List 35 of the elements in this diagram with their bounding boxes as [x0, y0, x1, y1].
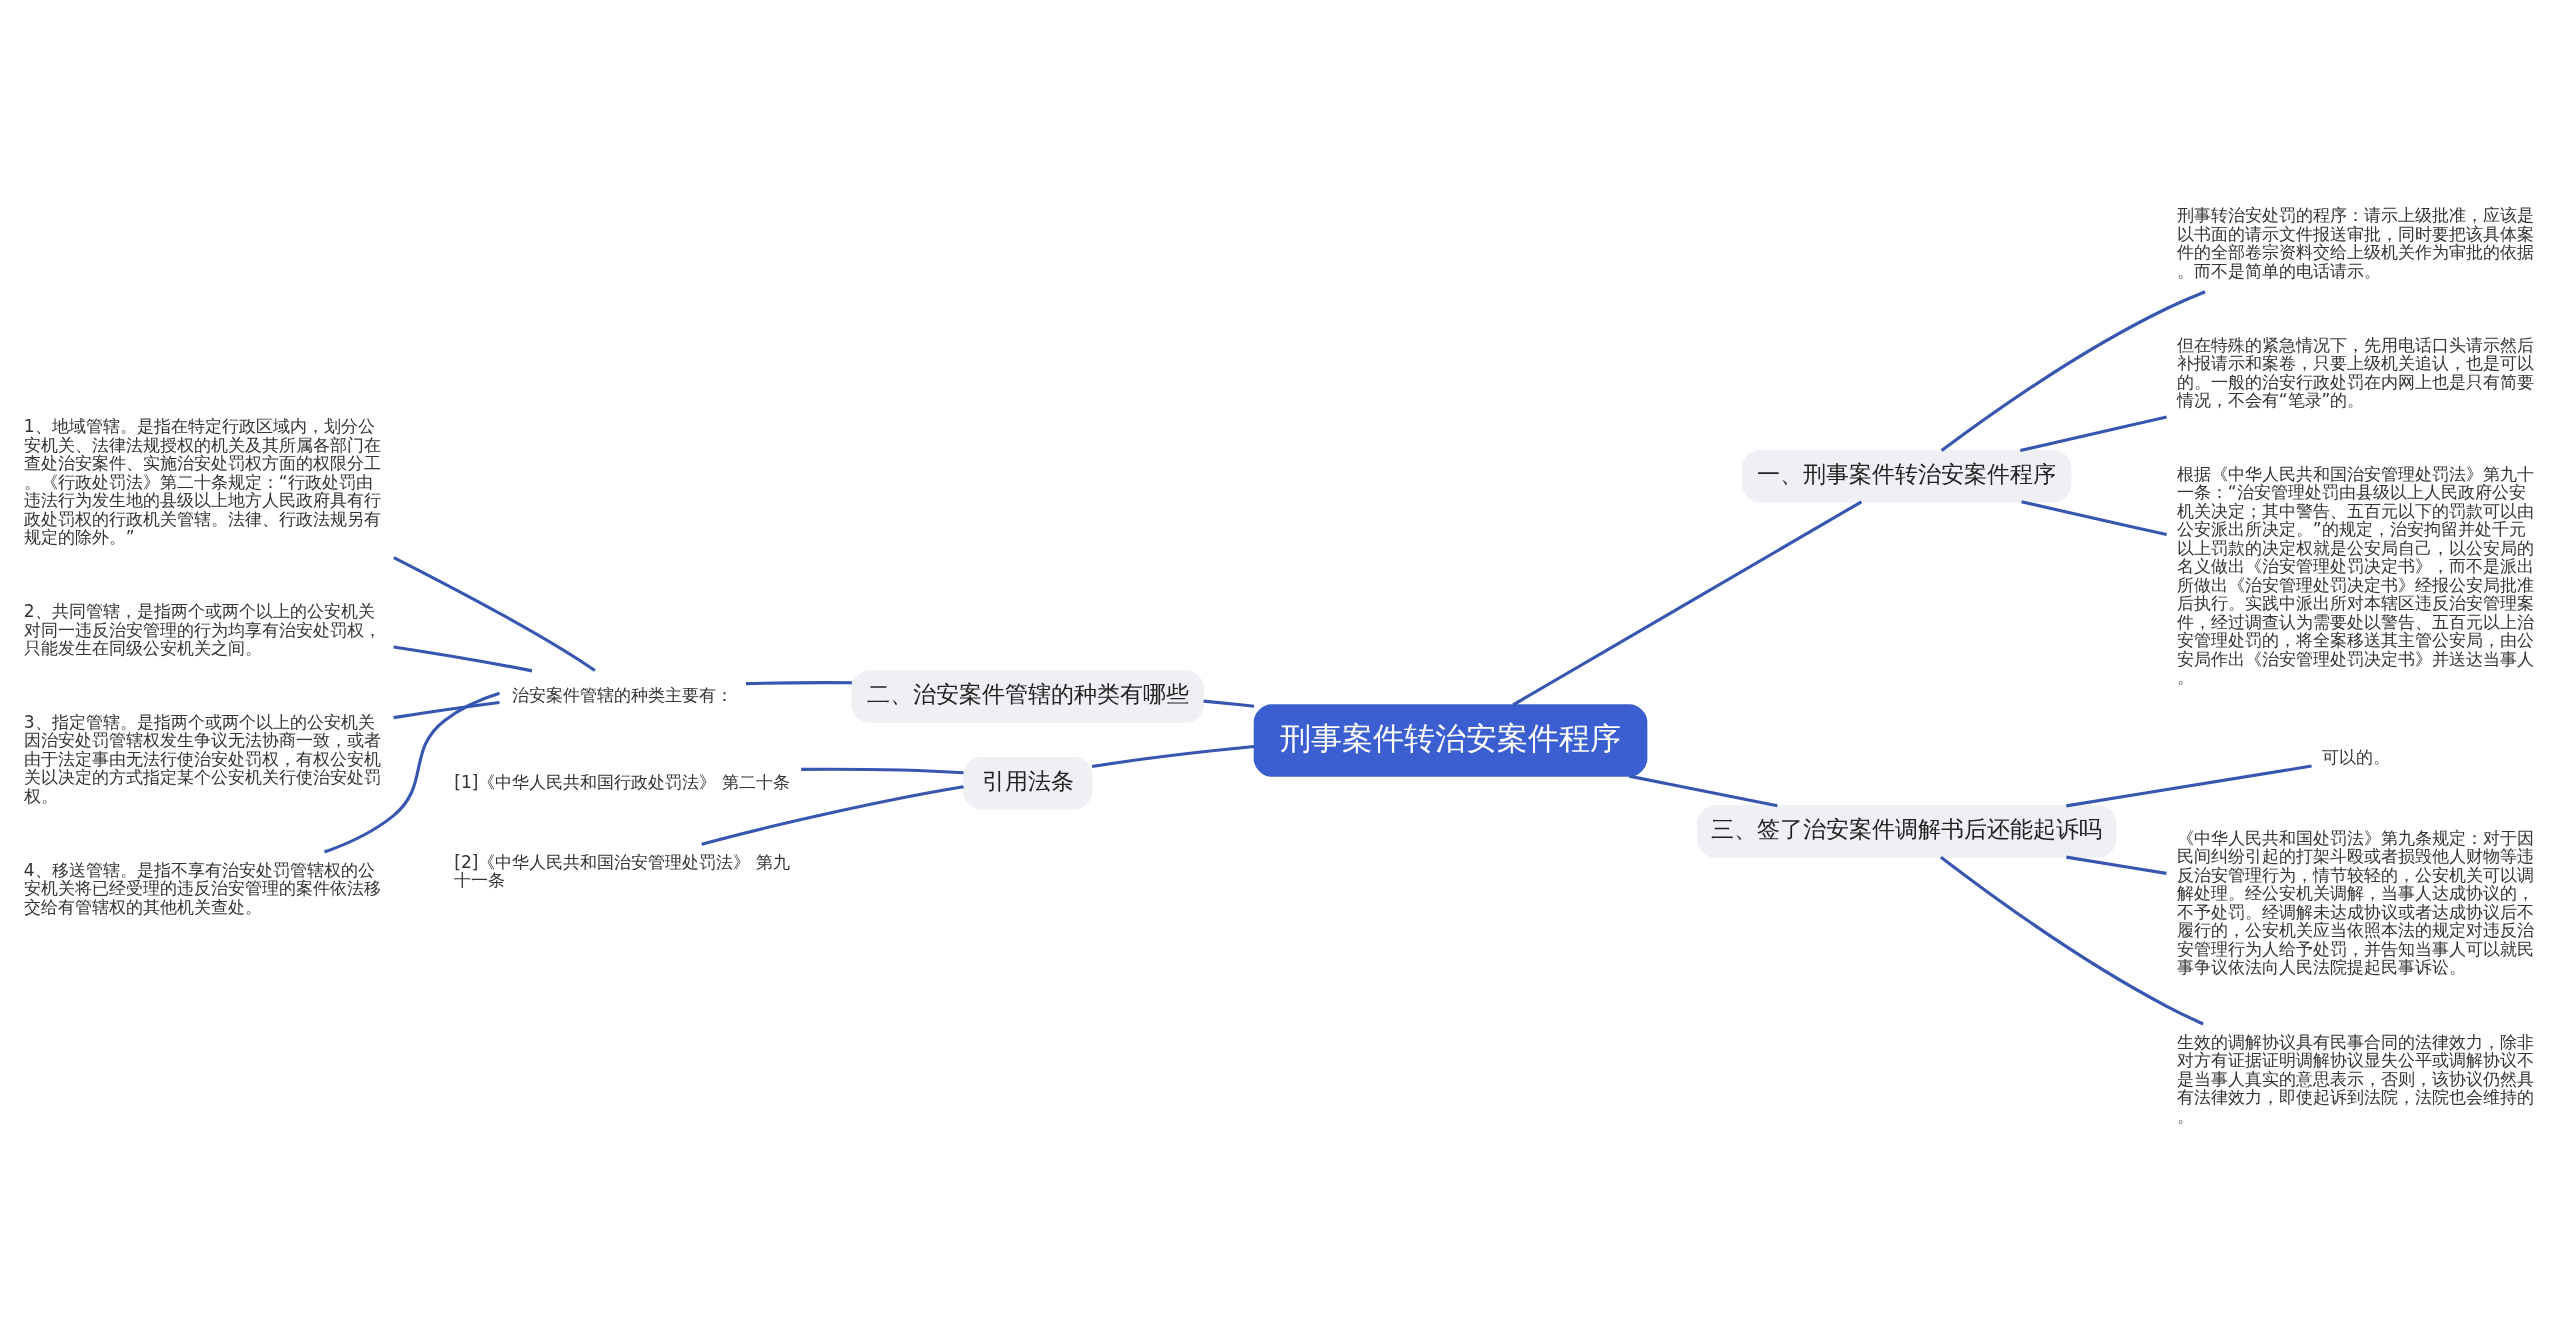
- connector: [393, 644, 533, 672]
- connector: [1512, 499, 1863, 706]
- node-text: 2、共同管辖，是指两个或两个以上的公安机关对同一违反治安管理的行为均享有治安处罚权，只能发生在同级公安机关之间。: [23, 600, 381, 658]
- node-box: 引用法条: [963, 756, 1093, 809]
- connector: [1940, 855, 2204, 1025]
- connector: [1203, 699, 1255, 708]
- node-text: [1]《中华人民共和国行政处罚法》 第二十条: [454, 771, 790, 792]
- connector: [2019, 415, 2168, 452]
- connector: [1091, 744, 1255, 768]
- node-box: 二、治安案件管辖的种类有哪些: [851, 669, 1204, 723]
- connector: [2021, 499, 2167, 536]
- node-box: 刑事案件转治安案件程序: [1253, 703, 1648, 777]
- node-text: 可以的。: [2321, 746, 2390, 767]
- connector: [745, 680, 852, 685]
- node-text: [2]《中华人民共和国治安管理处罚法》 第九十一条: [454, 851, 790, 890]
- node-text: 根据《中华人民共和国治安管理处罚法》第九十一条：“治安管理处罚由县级以上人民政府公安机关决定；其中警告、五百元以下的罚款可以由公安派出所决定。”的规定，治安拘留并处千元以上罚款的决定权就是公安局自己，以公安局的名义做出《治安管理处罚决定书》，而不是派出所做出《治安管理处罚决定书》经报公安局批准后执行。实践中派出所对本辖区违反治安管理案件，经过调查认为需要处以警告、五百元以上治安管理处罚的，将全案移送其主管公安局，由公安局作出《治安管理处罚决定书》并送达当事人。: [2176, 463, 2534, 687]
- connector: [701, 784, 964, 846]
- connector: [801, 767, 964, 774]
- node-text: 4、移送管辖。是指不享有治安处罚管辖权的公安机关将已经受理的违反治安管理的案件依法移交给有管辖权的其他机关查处。: [23, 859, 381, 917]
- node-text: 《中华人民共和国处罚法》第九条规定：对于因民间纠纷引起的打架斗殴或者损毁他人财物等违反治安管理行为，情节较轻的，公安机关可以调解处理。经公安机关调解，当事人达成协议的，不予处罚。经调解未达成协议或者达成协议后不履行的，公安机关应当依照本法的规定对违反治安管理行为人给予处罚，并告知当事人可以就民事争议依法向人民法院提起民事诉讼。: [2176, 827, 2534, 977]
- node-text: 3、指定管辖。是指两个或两个以上的公安机关因治安处罚管辖权发生争议无法协商一致，或者由于法定事由无法行使治安处罚权，有权公安机关以决定的方式指定某个公安机关行使治安处罚权。: [23, 711, 381, 806]
- node-text: 治安案件管辖的种类主要有：: [512, 684, 734, 705]
- node-text: 但在特殊的紧急情况下，先用电话口头请示然后补报请示和案卷，只要上级机关追认，也是可以的。一般的治安行政处罚在内网上也是只有简要情况，不会有“笔录”的。: [2176, 334, 2534, 410]
- node-text: 刑事转治安处罚的程序：请示上级批准，应该是以书面的请示文件报送审批，同时要把该具体案件的全部卷宗资料交给上级机关作为审批的依据。而不是简单的电话请示。: [2176, 204, 2534, 281]
- connector: [1628, 774, 1778, 807]
- connector: [393, 700, 500, 719]
- connector: [1940, 289, 2206, 452]
- node-box: 三、签了治安案件调解书后还能起诉吗: [1697, 804, 2117, 858]
- node-box: 一、刑事案件转治安案件程序: [1741, 449, 2072, 502]
- connector: [2066, 855, 2167, 875]
- connector: [323, 691, 500, 853]
- connector: [2066, 764, 2312, 807]
- node-text: 生效的调解协议具有民事合同的法律效力，除非对方有证据证明调解协议显失公平或调解协议不是当事人真实的意思表示，否则，该协议仍然具有法律效力，即使起诉到法院，法院也会维持的。: [2176, 1031, 2534, 1126]
- node-text: 1、地域管辖。是指在特定行政区域内，划分公安机关、法律法规授权的机关及其所属各部门在查处治安案件、实施治安处罚权方面的权限分工。《行政处罚法》第二十条规定：“行政处罚由违法行为发生地的县级以上地方人民政府具有行政处罚权的行政机关管辖。法律、行政法规另有规定的除外。”: [23, 415, 381, 547]
- connector: [393, 555, 596, 672]
